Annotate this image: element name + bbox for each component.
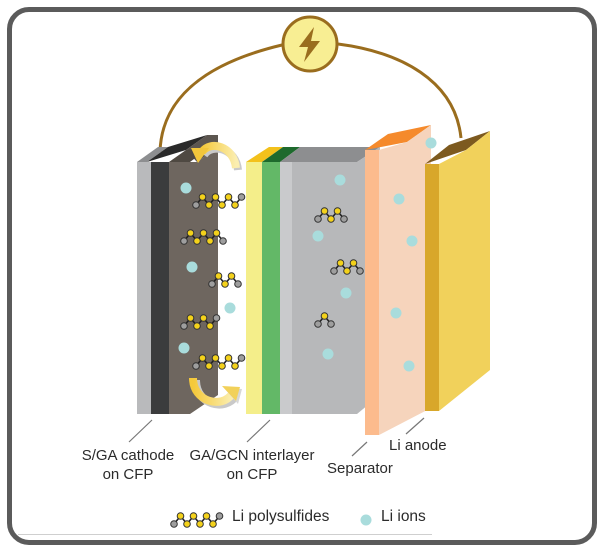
anode-label: Li anode <box>389 437 447 454</box>
polysulfide-chain-icon <box>170 512 224 528</box>
sulfur-atom <box>199 229 208 237</box>
cathode-label-line2: on CFP <box>102 466 154 483</box>
li-ion <box>406 235 418 247</box>
sulfur-atom <box>221 280 229 288</box>
lithium-atom <box>170 520 178 528</box>
interlayer-label-line2: on CFP <box>226 466 278 483</box>
li-ion-dot-icon <box>360 514 372 526</box>
lithium-atom <box>340 215 348 223</box>
curved-arrow-icon <box>189 377 242 409</box>
sulfur-atom <box>198 354 207 362</box>
interlayer-label: GA/GCN interlayer on CFP <box>184 446 320 484</box>
sulfur-atom <box>224 354 233 362</box>
sulfur-atom <box>205 362 213 370</box>
polysulfide-chain-icon <box>208 272 242 288</box>
sulfur-atom <box>336 259 345 267</box>
separator-block <box>365 125 431 435</box>
polysulfide-chain-icon <box>170 512 224 528</box>
li-ion <box>312 230 324 242</box>
lithium-atom <box>314 215 322 223</box>
separator-label: Separator <box>327 460 393 477</box>
sulfur-atom <box>193 322 201 330</box>
li-ion <box>340 287 352 299</box>
li-ion <box>186 261 198 273</box>
polysulfide-chain-icon <box>192 354 246 370</box>
sulfur-atom <box>327 215 335 223</box>
polysulfide-chain-icon <box>192 193 246 209</box>
sulfur-atom <box>320 312 329 320</box>
sulfur-atom <box>193 237 201 245</box>
sulfur-atom <box>202 512 211 520</box>
legend-polysulfides: Li polysulfides <box>232 508 330 525</box>
polysulfide-chain-icon <box>180 229 227 245</box>
sulfur-atom <box>320 207 329 215</box>
sulfur-atom <box>333 207 342 215</box>
sulfur-atom <box>206 237 214 245</box>
sulfur-atom <box>205 201 213 209</box>
lithium-atom <box>327 320 335 328</box>
polysulfide-chain-icon <box>314 312 335 328</box>
interlayer-block <box>246 147 380 414</box>
lithium-atom <box>330 267 338 275</box>
sulfur-atom <box>186 314 195 322</box>
li-ion <box>224 302 236 314</box>
lithium-atom <box>192 201 200 209</box>
legend-ions: Li ions <box>381 508 426 525</box>
polysulfide-chain-icon <box>330 259 364 275</box>
sulfur-atom <box>211 193 220 201</box>
sulfur-atom <box>209 520 217 528</box>
polysulfide-chain-icon <box>314 207 348 223</box>
lithium-atom <box>180 237 188 245</box>
sulfur-atom <box>227 272 236 280</box>
polysulfide-chain-icon <box>180 314 221 330</box>
sulfur-atom <box>176 512 185 520</box>
lightning-bolt-icon <box>281 15 339 73</box>
leader-lines <box>128 417 425 457</box>
li-ion <box>393 193 405 205</box>
sulfur-atom <box>231 362 239 370</box>
li-ion <box>390 307 402 319</box>
lithium-atom <box>192 362 200 370</box>
sulfur-atom <box>186 229 195 237</box>
anode-block <box>425 131 490 411</box>
sulfur-atom <box>196 520 204 528</box>
li-ion <box>322 348 334 360</box>
sulfur-atom <box>224 193 233 201</box>
sulfur-atom <box>199 314 208 322</box>
curved-arrow-icon <box>191 141 242 171</box>
li-ion <box>180 182 192 194</box>
legend-divider <box>18 534 432 535</box>
cathode-block <box>137 135 218 414</box>
lithium-atom <box>208 280 216 288</box>
sulfur-atom <box>198 193 207 201</box>
lithium-atom <box>219 237 227 245</box>
lithium-atom <box>215 512 224 520</box>
interlayer-label-line1: GA/GCN interlayer <box>189 447 315 464</box>
sulfur-atom <box>189 512 198 520</box>
li-ion <box>178 342 190 354</box>
lithium-atom <box>180 322 188 330</box>
lithium-atom <box>356 267 364 275</box>
lithium-atom <box>314 320 322 328</box>
sulfur-atom <box>206 322 214 330</box>
li-ion <box>425 137 437 149</box>
lithium-atom <box>234 280 242 288</box>
sulfur-atom <box>349 259 358 267</box>
lithium-atom <box>212 314 221 322</box>
sulfur-atom <box>214 272 223 280</box>
sulfur-atom <box>218 201 226 209</box>
lithium-atom <box>237 193 246 201</box>
sulfur-atom <box>183 520 191 528</box>
sulfur-atom <box>212 229 221 237</box>
sulfur-atom <box>211 354 220 362</box>
sulfur-atom <box>343 267 351 275</box>
cathode-label: S/GA cathode on CFP <box>66 446 190 484</box>
sulfur-atom <box>218 362 226 370</box>
sulfur-atom <box>231 201 239 209</box>
lithium-atom <box>237 354 246 362</box>
circuit-wire <box>158 42 463 153</box>
li-ion <box>403 360 415 372</box>
cathode-label-line1: S/GA cathode <box>81 447 175 464</box>
li-ion <box>334 174 346 186</box>
